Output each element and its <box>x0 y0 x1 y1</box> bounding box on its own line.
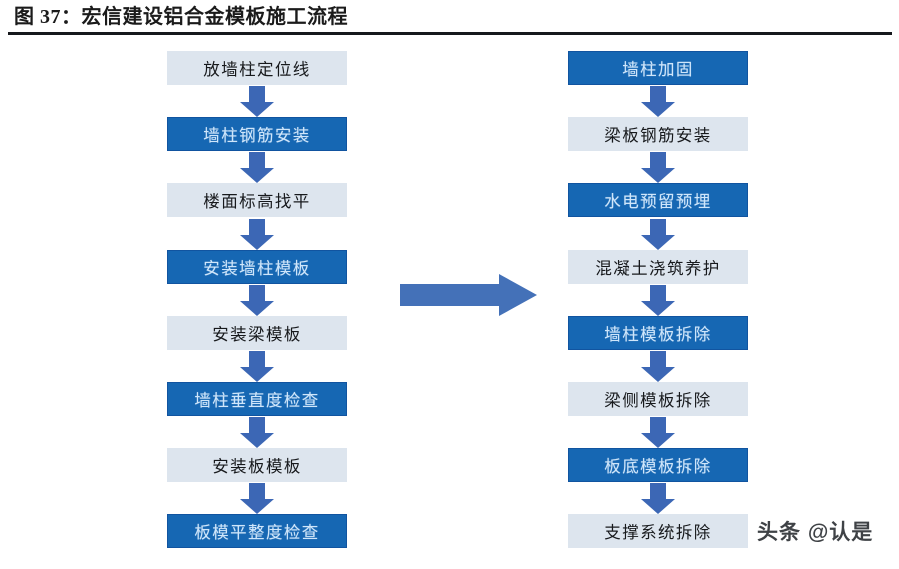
arrow-down-icon <box>240 417 274 449</box>
arrow-shaft <box>249 483 265 501</box>
arrow-shaft <box>249 417 265 435</box>
arrow-down-icon <box>240 483 274 515</box>
flow-node[interactable]: 墙柱加固 <box>568 51 748 85</box>
connector-arrow-head <box>499 274 537 316</box>
arrow-shaft <box>249 218 265 236</box>
flow-node[interactable]: 安装梁模板 <box>167 315 347 350</box>
arrow-head <box>641 300 675 316</box>
arrow-shaft <box>650 284 666 302</box>
arrow-shaft <box>249 152 265 170</box>
arrow-head <box>641 499 675 515</box>
arrow-shaft <box>650 351 666 368</box>
arrow-shaft <box>650 86 666 104</box>
arrow-head <box>240 433 274 449</box>
arrow-down-icon <box>240 284 274 316</box>
flow-node[interactable]: 楼面标高找平 <box>167 183 347 218</box>
flow-node[interactable]: 梁板钢筋安装 <box>568 117 748 152</box>
connector-arrow-shaft <box>400 284 500 306</box>
watermark: 头条 @认是 <box>757 521 874 544</box>
arrow-head <box>641 367 675 382</box>
arrow-down-icon <box>240 351 274 382</box>
arrow-down-icon <box>641 86 675 118</box>
arrow-shaft <box>650 218 666 236</box>
arrow-head <box>240 102 274 118</box>
arrow-head <box>240 499 274 515</box>
connector-arrow-right-icon <box>400 274 537 316</box>
flow-node[interactable]: 支撑系统拆除 <box>568 514 748 549</box>
flow-node[interactable]: 墙柱垂直度检查 <box>167 382 347 416</box>
arrow-head <box>240 367 274 382</box>
arrow-shaft <box>249 351 265 368</box>
flow-node[interactable]: 安装墙柱模板 <box>167 249 347 284</box>
arrow-down-icon <box>641 218 675 250</box>
flow-node[interactable]: 板底模板拆除 <box>568 448 748 483</box>
flow-node[interactable]: 安装板模板 <box>167 448 347 483</box>
flow-node[interactable]: 墙柱钢筋安装 <box>167 117 347 152</box>
arrow-head <box>240 234 274 250</box>
arrow-down-icon <box>641 417 675 449</box>
flow-node[interactable]: 放墙柱定位线 <box>167 51 347 85</box>
arrow-head <box>240 168 274 184</box>
arrow-down-icon <box>240 86 274 118</box>
figure-header: 图 37：宏信建设铝合金模板施工流程 <box>0 0 899 38</box>
arrow-head <box>240 300 274 316</box>
flow-node[interactable]: 梁侧模板拆除 <box>568 382 748 416</box>
arrow-shaft <box>650 152 666 170</box>
arrow-shaft <box>249 284 265 302</box>
arrow-head <box>641 234 675 250</box>
arrow-down-icon <box>240 218 274 250</box>
arrow-down-icon <box>641 152 675 184</box>
title-divider <box>8 32 892 35</box>
arrow-down-icon <box>641 284 675 316</box>
flow-node[interactable]: 板模平整度检查 <box>167 514 347 549</box>
arrow-down-icon <box>641 483 675 515</box>
arrow-shaft <box>650 417 666 435</box>
arrow-shaft <box>249 86 265 104</box>
arrow-shaft <box>650 483 666 501</box>
arrow-head <box>641 102 675 118</box>
arrow-down-icon <box>641 351 675 382</box>
arrow-down-icon <box>240 152 274 184</box>
flow-node[interactable]: 混凝土浇筑养护 <box>568 249 748 284</box>
arrow-head <box>641 433 675 449</box>
flow-node[interactable]: 墙柱模板拆除 <box>568 315 748 350</box>
flow-node[interactable]: 水电预留预埋 <box>568 183 748 218</box>
arrow-head <box>641 168 675 184</box>
page-title: 图 37：宏信建设铝合金模板施工流程 <box>14 6 348 28</box>
